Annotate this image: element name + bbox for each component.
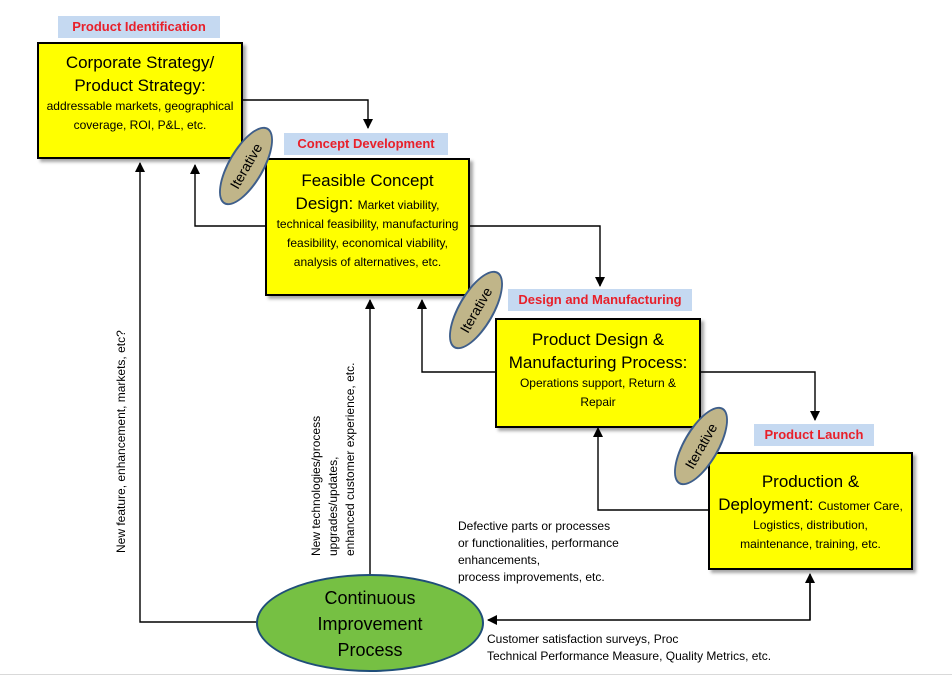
arrow-ellipse-to-corporate <box>135 162 258 623</box>
tag-product-launch: Product Launch <box>754 424 874 446</box>
note-new-technologies-line-2: upgrades/updates, <box>326 456 340 556</box>
arrow-concept-to-design <box>460 225 605 287</box>
product-design-box: Product Design & Manufacturing Process: … <box>495 318 701 428</box>
note-defective-line-2: or functionalities, performance <box>458 536 619 550</box>
product-design-detail: Operations support, Return & Repair <box>519 376 677 409</box>
arrow-corporate-to-concept <box>242 99 373 129</box>
concept-design-detail: Market viability, technical feasibility,… <box>276 198 459 269</box>
note-new-technologies-line-1: New technologies/process <box>309 415 323 556</box>
tag-design-manufacturing: Design and Manufacturing <box>508 289 692 311</box>
note-bottom-line-2: Technical Performance Measure, Quality M… <box>487 649 772 663</box>
note-defective-line-1: Defective parts or processes <box>458 519 611 533</box>
note-new-technologies-line-3: enhanced customer experience, etc. <box>343 362 357 556</box>
note-bottom-line-1: Customer satisfaction surveys, Proc <box>487 632 679 646</box>
bottom-divider <box>0 674 952 675</box>
tag-product-identification: Product Identification <box>58 16 220 38</box>
note-defective-line-4: process improvements, etc. <box>458 570 605 584</box>
arrow-production-to-design <box>593 427 710 511</box>
production-deployment-box: Production & Deployment: Customer Care, … <box>708 452 913 570</box>
production-deployment-title: Production & Deployment: <box>718 472 860 514</box>
note-defective-parts: Defective parts or processes or function… <box>458 518 619 586</box>
continuous-improvement-ellipse: Continuous Improvement Process <box>256 574 484 672</box>
concept-design-title: Feasible Concept Design: <box>295 171 434 213</box>
note-customer-satisfaction: Customer satisfaction surveys, Proc Tech… <box>487 631 771 665</box>
tag-concept-development: Concept Development <box>284 133 448 155</box>
continuous-improvement-label: Continuous Improvement Process <box>317 588 423 660</box>
corporate-strategy-box: Corporate Strategy/ Product Strategy: ad… <box>37 42 243 159</box>
arrow-design-to-production <box>700 371 820 421</box>
note-new-feature: New feature, enhancement, markets, etc? <box>114 330 128 553</box>
concept-design-box: Feasible Concept Design: Market viabilit… <box>265 158 470 296</box>
product-design-title: Product Design & Manufacturing Process: <box>508 330 688 372</box>
note-new-technologies: New technologies/process upgrades/update… <box>308 363 359 556</box>
arrow-concept-to-corporate <box>190 164 267 227</box>
corporate-strategy-detail: addressable markets, geographical covera… <box>46 99 234 132</box>
production-deployment-detail: Customer Care, Logistics, distribution, … <box>740 499 903 551</box>
corporate-strategy-title: Corporate Strategy/ Product Strategy: <box>65 53 215 95</box>
arrow-design-to-concept <box>417 299 497 373</box>
note-defective-line-3: enhancements, <box>458 553 541 567</box>
